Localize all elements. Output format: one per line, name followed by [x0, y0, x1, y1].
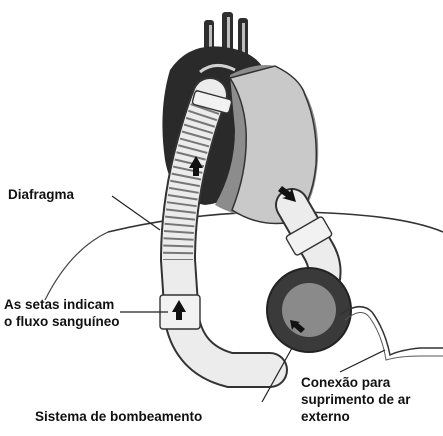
label-flow-arrows: As setas indicam o fluxo sanguíneo [4, 296, 120, 330]
label-flow-arrows-line1: As setas indicam [4, 296, 120, 313]
label-air-connection: Conexão para suprimento de ar externo [301, 374, 411, 425]
label-air-connection-line2: suprimento de ar [301, 391, 411, 408]
diaphragm-leader-line [112, 196, 160, 230]
air-leader-line [340, 350, 385, 372]
pump-inner [282, 283, 336, 337]
diaphragm-curve-lower [45, 232, 108, 300]
label-air-connection-line3: externo [301, 408, 411, 425]
label-pumping-system: Sistema de bombeamento [35, 408, 202, 425]
label-air-connection-line1: Conexão para [301, 374, 411, 391]
label-diaphragm: Diafragma [8, 186, 74, 203]
label-flow-arrows-line2: o fluxo sanguíneo [4, 313, 120, 330]
